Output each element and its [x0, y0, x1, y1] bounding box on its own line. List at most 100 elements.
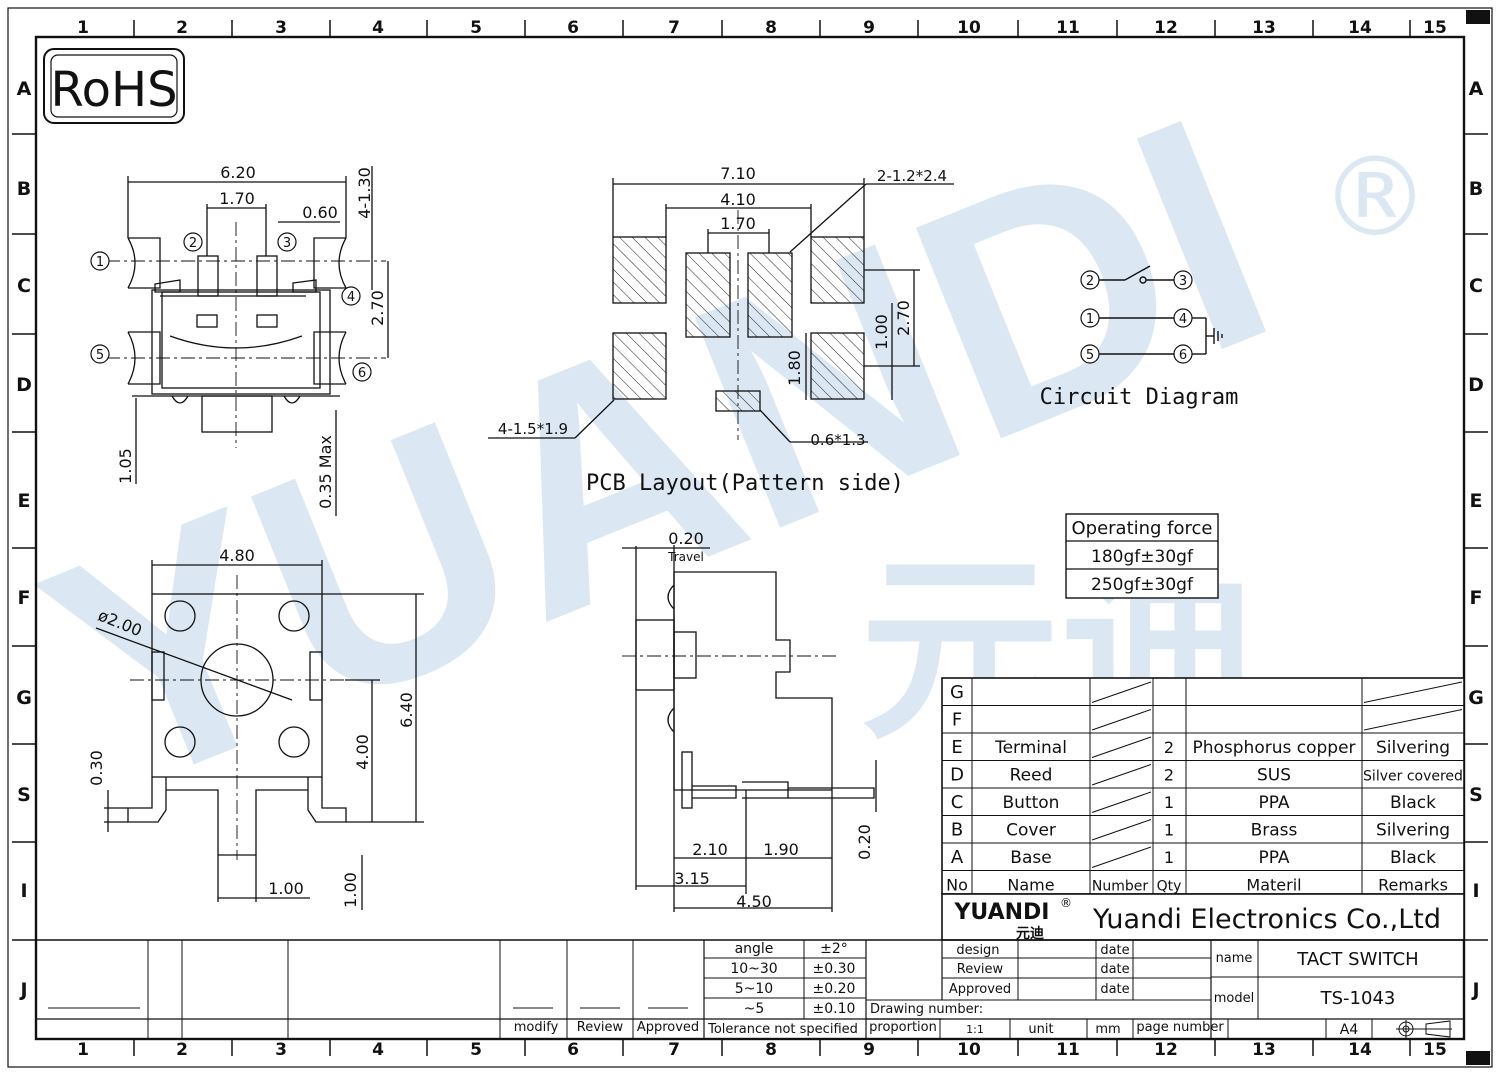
circuit-pin-5: 5 — [1080, 344, 1100, 364]
svg-text:6.40: 6.40 — [397, 692, 416, 728]
frame-row-right-S: S — [1469, 784, 1483, 806]
circuit-pin-4: 4 — [1173, 308, 1193, 328]
frame-col-top-3: 3 — [275, 18, 287, 38]
proportion-label: proportion — [869, 1020, 937, 1035]
bom-row-code-B: B — [951, 819, 963, 840]
company-logo: YUANDI — [953, 900, 1049, 925]
operating-force-table: Operating force 180gf±30gf 250gf±30gf — [1065, 513, 1219, 599]
frame-col-top-4: 4 — [372, 18, 384, 38]
circuit-diagram — [1098, 265, 1223, 355]
svg-text:1.00: 1.00 — [268, 879, 304, 898]
side-view-labels: 0.20 Travel 2.10 1.90 3.15 4.50 0.20 — [667, 529, 874, 911]
bom-row-qty-B: 1 — [1164, 820, 1174, 839]
frame-row-left-S: S — [17, 784, 31, 806]
frame-col-bottom-2: 2 — [176, 1040, 188, 1060]
sign-label-modify: modify — [514, 1020, 559, 1035]
frame-col-top-2: 2 — [176, 18, 188, 38]
frame-row-right-I: I — [1472, 880, 1479, 902]
top-view-pin-5: 5 — [90, 344, 110, 364]
pcb-layout-labels: 7.10 4.10 1.70 2-1.2*2.4 2.70 1.00 1.80 … — [498, 164, 947, 496]
frame-col-bottom-7: 7 — [668, 1040, 680, 1060]
svg-text:4.80: 4.80 — [219, 546, 255, 565]
bom-header-no: No — [946, 875, 968, 894]
frame-labels: 1122334455667788991010111112121313141415… — [16, 18, 1484, 1060]
bom-row-name-A: Base — [1010, 848, 1051, 868]
bom-row-code-F: F — [952, 709, 962, 730]
svg-text:1.80: 1.80 — [785, 350, 804, 386]
svg-text:0.20: 0.20 — [668, 529, 704, 548]
bom-row-remarks-C: Black — [1390, 793, 1436, 813]
top-view-pin-6: 6 — [352, 362, 372, 382]
model-label: model — [1214, 991, 1254, 1006]
proportion-value: 1:1 — [966, 1023, 984, 1036]
frame-row-left-C: C — [17, 275, 31, 297]
svg-text:6.20: 6.20 — [220, 163, 256, 182]
svg-text:1.05: 1.05 — [116, 448, 135, 484]
svg-text:4.00: 4.00 — [353, 734, 372, 770]
svg-text:2.70: 2.70 — [368, 290, 387, 326]
frame-col-bottom-12: 12 — [1154, 1040, 1178, 1060]
bom-row-remarks-E: Silvering — [1376, 738, 1450, 758]
svg-text:0.35 Max: 0.35 Max — [316, 435, 335, 509]
frame-row-left-A: A — [17, 78, 32, 100]
top-view-pin-4: 4 — [341, 286, 361, 306]
circuit-title: Circuit Diagram — [1040, 385, 1239, 410]
frame-col-top-13: 13 — [1252, 18, 1276, 38]
svg-text:1.70: 1.70 — [219, 189, 255, 208]
frame-row-right-A: A — [1469, 78, 1484, 100]
frame-col-bottom-5: 5 — [470, 1040, 482, 1060]
svg-text:0.20: 0.20 — [855, 824, 874, 860]
bom-row-remarks-D: Silver covered — [1363, 768, 1463, 784]
unit-value: mm — [1095, 1022, 1120, 1037]
bottom-view — [95, 560, 424, 910]
sheet-frame — [7, 7, 1493, 1068]
tolerance-value-3: ±0.10 — [813, 1001, 856, 1017]
frame-col-top-5: 5 — [470, 18, 482, 38]
frame-row-left-G: G — [16, 687, 32, 709]
bom-row-material-D: SUS — [1257, 765, 1291, 785]
bom-row-name-E: Terminal — [994, 738, 1067, 758]
svg-text:0.60: 0.60 — [302, 203, 338, 222]
circuit-pin-3: 3 — [1173, 270, 1193, 290]
frame-col-top-8: 8 — [765, 18, 777, 38]
svg-text:5: 5 — [96, 348, 104, 363]
tolerance-note: Tolerance not specified — [707, 1022, 858, 1037]
svg-text:5: 5 — [1086, 348, 1094, 363]
frame-col-bottom-14: 14 — [1348, 1040, 1372, 1060]
frame-col-bottom-9: 9 — [863, 1040, 875, 1060]
company-logo-registered: ® — [1060, 896, 1072, 910]
frame-col-bottom-8: 8 — [765, 1040, 777, 1060]
company-row: YUANDI 元迪 ® Yuandi Electronics Co.,Ltd — [941, 893, 1465, 942]
svg-text:4: 4 — [1179, 312, 1187, 327]
frame-col-bottom-13: 13 — [1252, 1040, 1276, 1060]
svg-text:1.00: 1.00 — [341, 872, 360, 908]
frame-col-bottom-6: 6 — [567, 1040, 579, 1060]
svg-text:date: date — [1100, 962, 1129, 977]
circuit-pin-6: 6 — [1173, 344, 1193, 364]
sign-label-approved: Approved — [637, 1020, 699, 1035]
frame-col-bottom-3: 3 — [275, 1040, 287, 1060]
bom-row-name-B: Cover — [1006, 820, 1056, 840]
bom-row-material-A: PPA — [1258, 848, 1289, 868]
svg-text:Travel: Travel — [667, 550, 704, 564]
frame-col-top-12: 12 — [1154, 18, 1178, 38]
frame-row-left-I: I — [20, 880, 27, 902]
side-view — [622, 545, 877, 912]
operating-force-value-1: 180gf±30gf — [1091, 547, 1194, 567]
pcb-layout-title: PCB Layout(Pattern side) — [586, 471, 904, 496]
svg-text:1.90: 1.90 — [763, 840, 799, 859]
bom-row-code-G: G — [950, 682, 964, 703]
tolerance-value-1: ±0.30 — [813, 961, 856, 977]
svg-text:4.50: 4.50 — [736, 892, 772, 911]
svg-text:1: 1 — [1086, 312, 1094, 327]
svg-text:date: date — [1100, 982, 1129, 997]
frame-row-left-E: E — [18, 490, 31, 512]
svg-text:3.15: 3.15 — [674, 869, 710, 888]
drawing-number-label: Drawing number: — [870, 1002, 983, 1017]
svg-text:date: date — [1100, 943, 1129, 958]
bom-row-remarks-A: Black — [1390, 848, 1436, 868]
frame-col-top-15: 15 — [1423, 18, 1447, 38]
frame-col-bottom-4: 4 — [372, 1040, 384, 1060]
role-approved: Approved — [949, 982, 1011, 997]
